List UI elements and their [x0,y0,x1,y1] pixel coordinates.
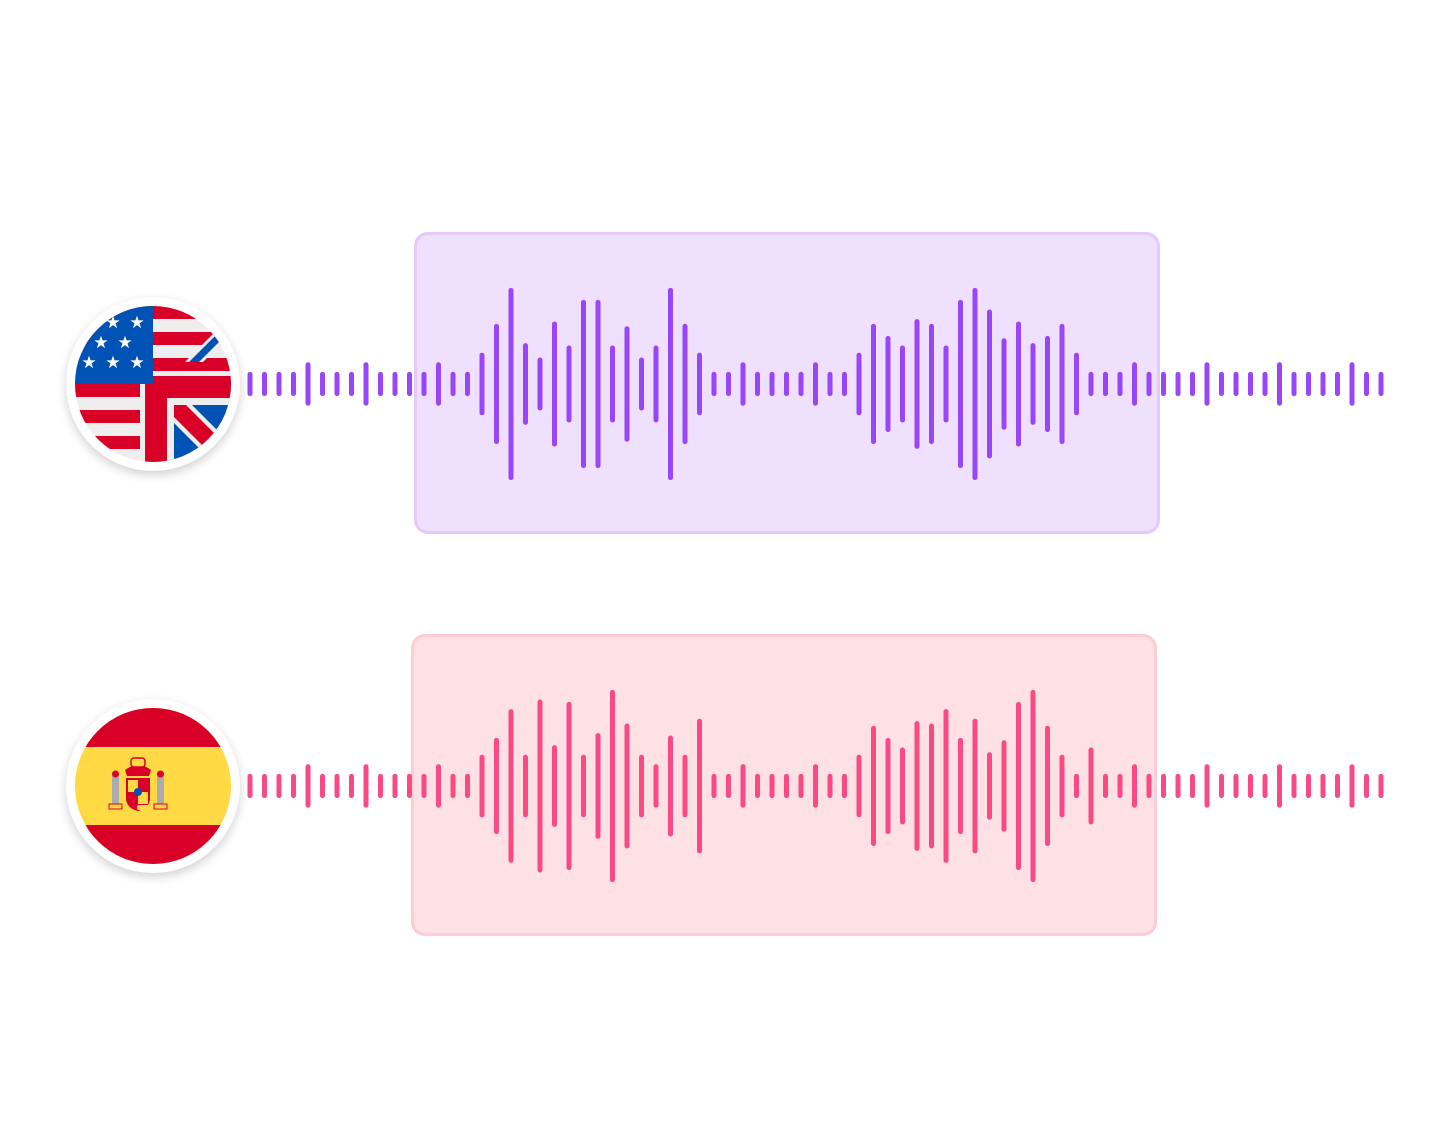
svg-text:★: ★ [129,313,144,333]
svg-text:★: ★ [81,353,96,373]
english-audio-track: ★★★ ★★ ★★★ [0,224,1439,544]
svg-text:★: ★ [93,333,108,353]
audio-waveform [247,689,1384,883]
audio-waveform [247,287,1384,481]
svg-text:★: ★ [129,353,144,373]
svg-text:★: ★ [117,333,132,353]
us-uk-flag-icon: ★★★ ★★ ★★★ [66,297,240,471]
spain-flag-icon [66,699,240,873]
svg-text:★: ★ [105,353,120,373]
spanish-audio-track [0,626,1439,946]
svg-text:★: ★ [81,313,96,333]
svg-text:★: ★ [105,313,120,333]
